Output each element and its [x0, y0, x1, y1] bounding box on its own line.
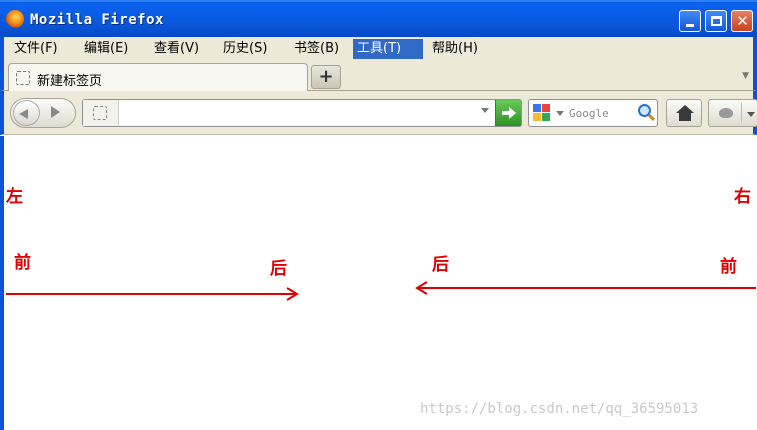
new-tab-button[interactable]: +: [311, 65, 341, 89]
go-button[interactable]: [495, 100, 521, 126]
left-back-label: 后: [270, 259, 287, 279]
tab-strip: 新建标签页 + ▼: [0, 61, 757, 92]
blank-page-icon: [93, 106, 107, 120]
minimize-button[interactable]: [679, 10, 701, 32]
separator: [741, 103, 742, 123]
right-back-label: 后: [432, 255, 449, 275]
navigation-toolbar: [0, 91, 757, 135]
menu-bookmarks[interactable]: 书签(B): [294, 41, 340, 56]
home-icon: [676, 105, 694, 113]
right-front-label: 前: [720, 257, 737, 277]
menu-bar: 文件(F) 编辑(E) 查看(V) 历史(S) 书签(B) 工具(T) 帮助(H…: [0, 37, 757, 61]
google-engine-icon[interactable]: [533, 104, 551, 122]
blank-page-icon: [16, 71, 30, 85]
left-arrow: [6, 287, 299, 301]
home-icon-body: [679, 113, 691, 121]
menu-history[interactable]: 历史(S): [223, 41, 268, 56]
maximize-icon: [711, 16, 722, 26]
watermark: https://blog.csdn.net/qq_36595013: [420, 401, 699, 417]
firefox-logo-icon: [6, 10, 24, 28]
search-bar[interactable]: [528, 99, 658, 127]
addon-button[interactable]: [708, 99, 757, 127]
left-front-label: 前: [14, 253, 31, 273]
window-title: Mozilla Firefox: [30, 12, 164, 28]
close-icon: ✕: [736, 12, 749, 30]
right-arrow: [415, 281, 756, 295]
tab-new-tab[interactable]: 新建标签页: [8, 63, 308, 92]
search-input[interactable]: [569, 104, 631, 122]
menu-edit[interactable]: 编辑(E): [84, 41, 129, 56]
menu-view[interactable]: 查看(V): [154, 41, 200, 56]
search-icon[interactable]: [638, 104, 651, 117]
back-button[interactable]: [13, 100, 40, 126]
right-label: 右: [734, 187, 751, 207]
menu-help[interactable]: 帮助(H): [432, 41, 478, 56]
close-button[interactable]: ✕: [731, 10, 753, 32]
search-engine-dropdown-icon[interactable]: [556, 111, 564, 116]
title-bar[interactable]: Mozilla Firefox ✕: [0, 0, 757, 37]
left-label: 左: [6, 187, 23, 207]
tab-list-dropdown-icon[interactable]: ▼: [742, 71, 749, 81]
direction-arrows: [6, 281, 756, 301]
url-history-dropdown-icon[interactable]: [481, 108, 489, 113]
forward-button[interactable]: [51, 106, 60, 118]
chevron-down-icon[interactable]: [747, 112, 755, 117]
menu-file[interactable]: 文件(F): [14, 41, 58, 56]
tab-label: 新建标签页: [37, 74, 103, 89]
url-input[interactable]: [121, 103, 471, 123]
page-content: 左 右 前 后 后 前 https://blog.csdn.net/qq_365…: [0, 136, 757, 430]
minimize-icon: [686, 24, 694, 27]
back-forward-group: [10, 98, 76, 128]
site-identity-button[interactable]: [83, 100, 119, 126]
maximize-button[interactable]: [705, 10, 727, 32]
url-bar[interactable]: [82, 99, 522, 127]
home-button[interactable]: [666, 99, 702, 127]
menu-tools[interactable]: 工具(T): [353, 39, 423, 59]
bug-icon: [719, 108, 733, 118]
